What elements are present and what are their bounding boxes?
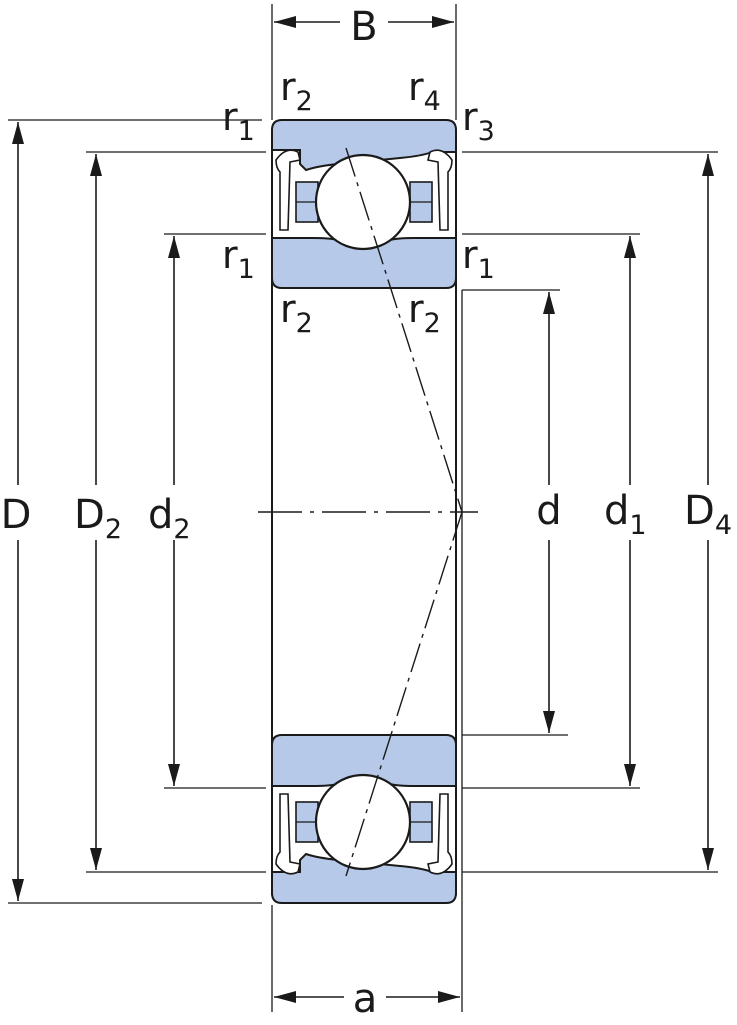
construction-lines xyxy=(258,147,478,877)
seal-right-bottom xyxy=(427,793,453,875)
label-r2-top-left: r2 xyxy=(280,65,313,117)
label-r4-top-right: r4 xyxy=(408,65,441,117)
contact-line-bottom xyxy=(345,511,463,877)
label-r1-inner-right: r1 xyxy=(462,233,495,285)
label-r2-inner-right: r2 xyxy=(408,287,441,339)
label-r2-inner-left: r2 xyxy=(280,287,313,339)
label-D2: D2 xyxy=(74,492,122,545)
extension-lines xyxy=(8,4,718,1012)
dimension-lines xyxy=(12,16,714,1003)
radius-labels: r2 r4 r1 r3 r1 r1 r2 r2 xyxy=(222,65,495,339)
seal-left-bottom xyxy=(275,793,301,875)
label-r1-inner-left: r1 xyxy=(222,233,255,285)
label-r1-top-left: r1 xyxy=(222,95,255,147)
label-d: d xyxy=(536,488,561,534)
label-B: B xyxy=(350,4,377,50)
label-a: a xyxy=(353,976,378,1022)
label-D: D xyxy=(1,492,32,538)
label-d2: d2 xyxy=(148,492,191,545)
label-r3-top-right: r3 xyxy=(462,95,495,147)
seal-right-top xyxy=(427,149,453,231)
label-D4: D4 xyxy=(684,488,732,541)
seal-left-top xyxy=(275,149,301,231)
bottom-section xyxy=(271,734,457,904)
contact-line-top xyxy=(345,147,463,513)
dimension-labels: B a D D2 d2 d d1 D4 xyxy=(1,4,732,1022)
label-d1: d1 xyxy=(604,488,647,541)
